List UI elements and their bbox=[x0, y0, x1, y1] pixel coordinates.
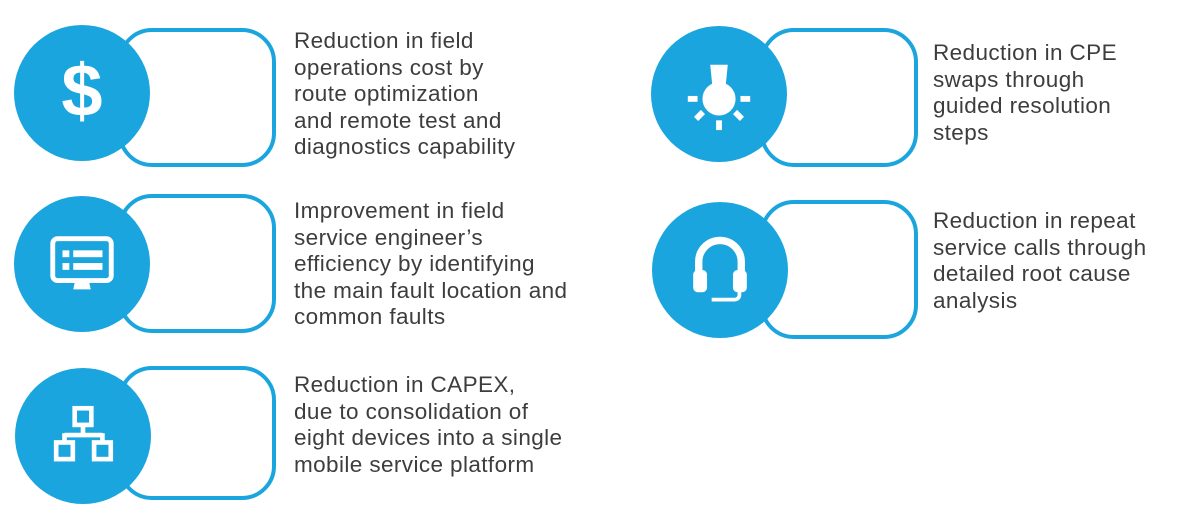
feature-description: Reduction in CAPEX, due to consolidation… bbox=[294, 372, 563, 477]
icon-badge bbox=[651, 26, 787, 162]
feature-description: Improvement in field service engineer’s … bbox=[294, 198, 568, 329]
feature-description: Reduction in CPE swaps through guided re… bbox=[933, 40, 1117, 145]
feature-description: Reduction in repeat service calls throug… bbox=[933, 208, 1147, 313]
headset-icon bbox=[693, 236, 747, 302]
feature-description: Reduction in field operations cost by ro… bbox=[294, 28, 516, 159]
monitor-checklist-icon bbox=[50, 236, 114, 290]
icon-badge: $ bbox=[14, 25, 150, 161]
icon-badge bbox=[15, 368, 151, 504]
dollar-icon: $ bbox=[61, 49, 103, 132]
network-hierarchy-icon bbox=[53, 405, 114, 462]
lightbulb-icon bbox=[687, 64, 751, 131]
icon-badge bbox=[14, 196, 150, 332]
icon-badge bbox=[652, 202, 788, 338]
